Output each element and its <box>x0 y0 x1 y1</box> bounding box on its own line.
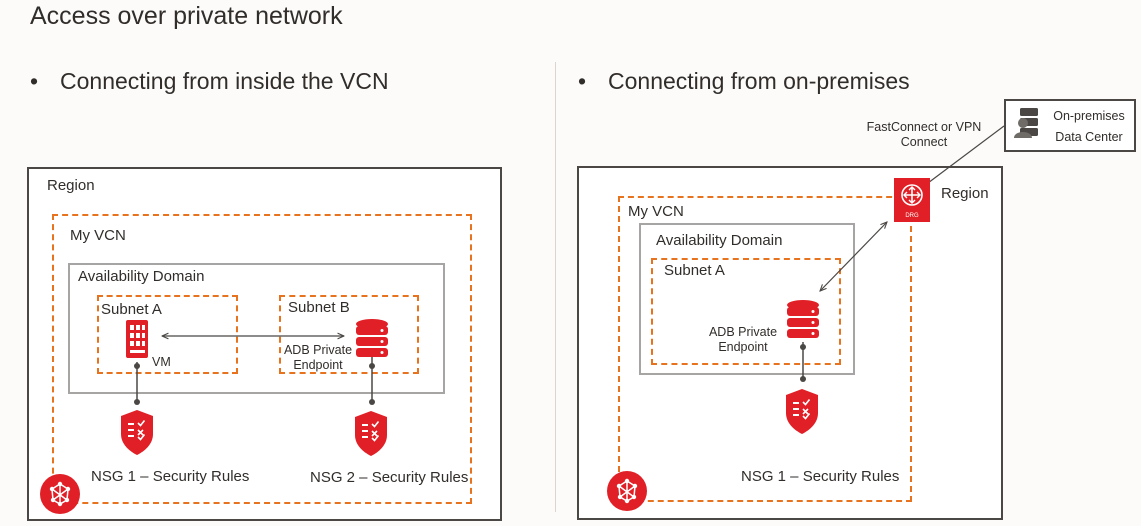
fastconnect-line2: Connect <box>900 135 948 149</box>
right-nsg1-label: NSG 1 – Security Rules <box>741 468 900 485</box>
right-region-label: Region <box>941 185 989 202</box>
left-nsg2-label: NSG 2 – Security Rules <box>310 469 469 486</box>
left-subnet-b-label: Subnet B <box>288 299 350 316</box>
drg-to-onprem-connector <box>927 125 1005 184</box>
region-badge-icon <box>39 473 81 515</box>
left-vm-label: VM <box>152 355 171 369</box>
fastconnect-line1: FastConnect or VPN <box>866 120 982 134</box>
drg-icon: DRG <box>894 178 930 222</box>
drg-text: DRG <box>905 213 919 219</box>
right-ad-label: Availability Domain <box>656 232 783 249</box>
adb-to-drg-connector <box>820 222 887 291</box>
right-ad-box <box>639 223 855 375</box>
left-heading: • Connecting from inside the VCN <box>30 68 389 95</box>
right-heading: • Connecting from on-premises <box>578 68 910 95</box>
right-subnet-a-box <box>651 258 841 365</box>
shield-icon <box>120 409 154 456</box>
left-region-box <box>27 167 502 521</box>
region-badge-icon <box>606 470 648 512</box>
left-vcn-label: My VCN <box>70 227 126 244</box>
left-ad-label: Availability Domain <box>78 268 205 285</box>
right-adb-endpoint-label: ADB Private Endpoint <box>702 325 784 355</box>
right-adb-line1: ADB Private <box>708 325 778 339</box>
left-ad-box <box>68 263 445 394</box>
left-vcn-box <box>52 214 472 504</box>
left-adb-endpoint-label: ADB Private Endpoint <box>278 343 358 373</box>
right-adb-line2: Endpoint <box>718 340 768 354</box>
shield-icon <box>354 410 388 457</box>
shield-icon <box>785 388 819 435</box>
onprem-line1: On-premises <box>1053 109 1125 123</box>
page-title: Access over private network <box>30 2 343 30</box>
bullet-dot: • <box>578 68 587 94</box>
right-region-box <box>577 166 1003 520</box>
right-vcn-label: My VCN <box>628 203 684 220</box>
divider <box>555 62 556 512</box>
left-heading-text: Connecting from inside the VCN <box>60 68 389 94</box>
onprem-label: On-premises Data Center <box>1044 106 1134 148</box>
database-icon <box>356 319 388 357</box>
right-heading-text: Connecting from on-premises <box>608 68 910 94</box>
right-vcn-box <box>618 196 912 502</box>
left-subnet-a-label: Subnet A <box>101 301 162 318</box>
left-region-label: Region <box>47 177 95 194</box>
server-user-icon <box>1014 108 1038 138</box>
onprem-line2: Data Center <box>1055 130 1123 144</box>
left-adb-line2: Endpoint <box>293 358 343 372</box>
database-icon <box>787 300 819 338</box>
fastconnect-label: FastConnect or VPN Connect <box>862 120 986 150</box>
vm-icon <box>126 320 148 358</box>
bullet-dot: • <box>30 68 39 94</box>
left-adb-line1: ADB Private <box>283 343 353 357</box>
right-subnet-a-label: Subnet A <box>664 262 725 279</box>
left-nsg1-label: NSG 1 – Security Rules <box>91 468 250 485</box>
